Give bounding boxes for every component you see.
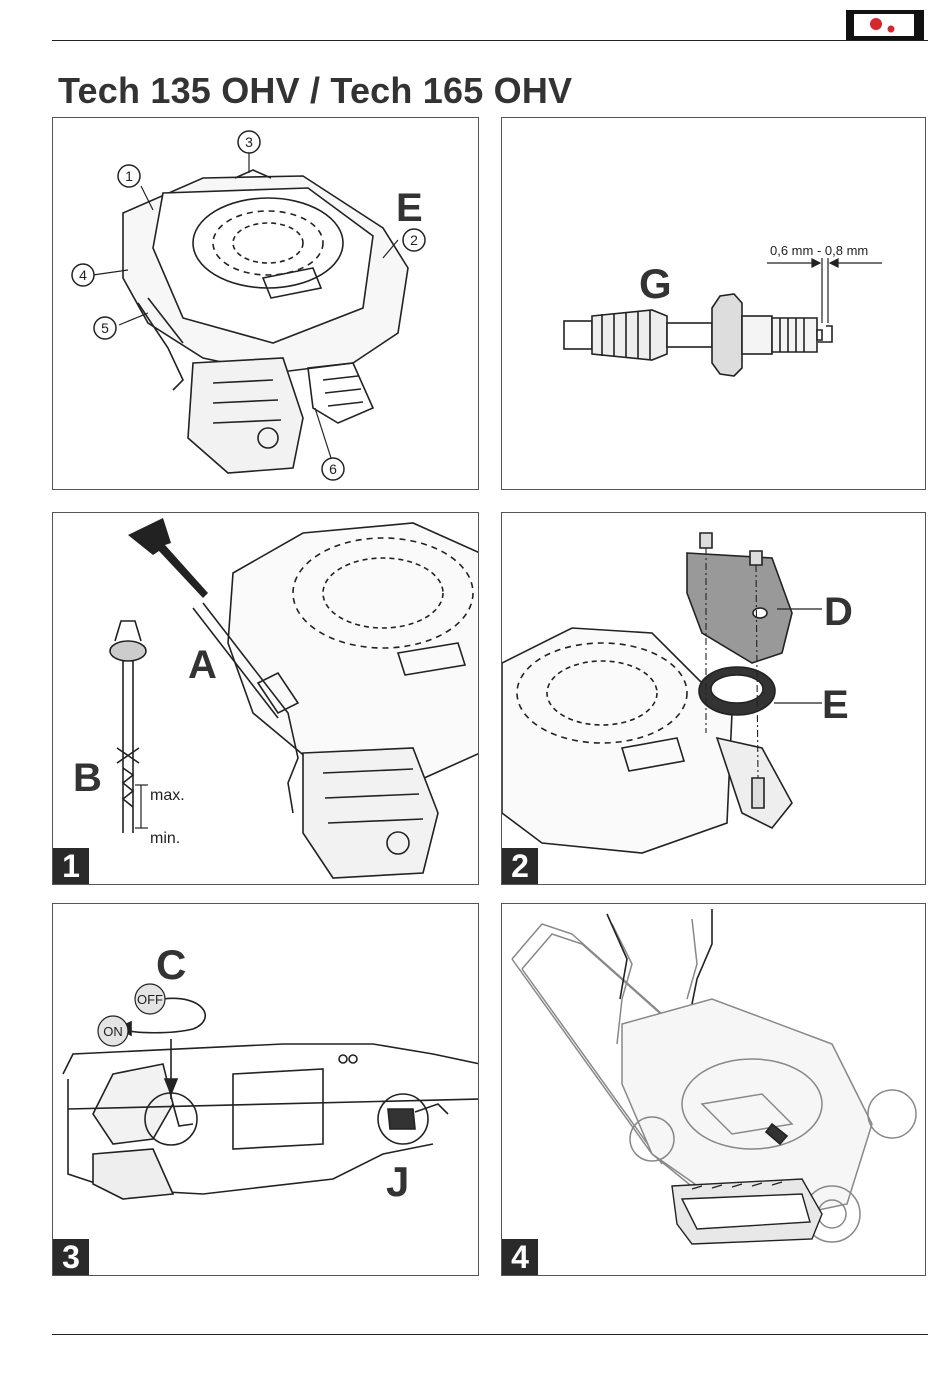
figure-spark-plug: 0,6 mm - 0,8 mm G — [501, 117, 926, 490]
mower-drawing — [502, 904, 926, 1276]
dipstick-drawing: max. min. A B — [53, 513, 479, 885]
min-label: min. — [150, 830, 180, 847]
footer-rule — [52, 1334, 928, 1335]
figure-step-1: max. min. A B 1 — [52, 512, 479, 885]
figure-engine-overview: 3 1 2 4 5 6 E — [52, 117, 479, 490]
letter-e2: E — [822, 683, 849, 727]
page-title: Tech 135 OHV / Tech 165 OHV — [58, 70, 572, 112]
callout-2: 2 — [410, 232, 418, 248]
callout-4: 4 — [79, 267, 87, 283]
callout-5: 5 — [101, 320, 109, 336]
on-label: ON — [103, 1024, 123, 1039]
figure-step-4: 4 — [501, 903, 926, 1276]
letter-a: A — [188, 643, 217, 687]
callout-3: 3 — [245, 134, 253, 150]
letter-d: D — [824, 590, 853, 634]
spark-plug-drawing: 0,6 mm - 0,8 mm G — [502, 118, 926, 490]
letter-j: J — [386, 1158, 409, 1205]
step-number-4: 4 — [502, 1239, 538, 1275]
step-number-1: 1 — [53, 848, 89, 884]
letter-g: G — [639, 260, 672, 307]
gap-spec-label: 0,6 mm - 0,8 mm — [770, 243, 868, 258]
figure-step-3: OFF ON C J 3 — [52, 903, 479, 1276]
step-number-2: 2 — [502, 848, 538, 884]
header-rule — [52, 40, 928, 41]
letter-c: C — [156, 941, 186, 988]
letter-b: B — [73, 756, 102, 800]
off-label: OFF — [137, 992, 163, 1007]
figure-step-2: D E 2 — [501, 512, 926, 885]
callout-6: 6 — [329, 461, 337, 477]
letter-e: E — [396, 186, 423, 230]
step-number-3: 3 — [53, 1239, 89, 1275]
engine-drawing: 3 1 2 4 5 6 E — [53, 118, 479, 490]
air-filter-drawing: D E — [502, 513, 926, 885]
fuel-valve-drawing: OFF ON C J — [53, 904, 479, 1276]
callout-1: 1 — [125, 168, 133, 184]
brand-logo — [846, 10, 924, 40]
max-label: max. — [150, 787, 185, 804]
brand-dots-icon — [854, 14, 914, 36]
